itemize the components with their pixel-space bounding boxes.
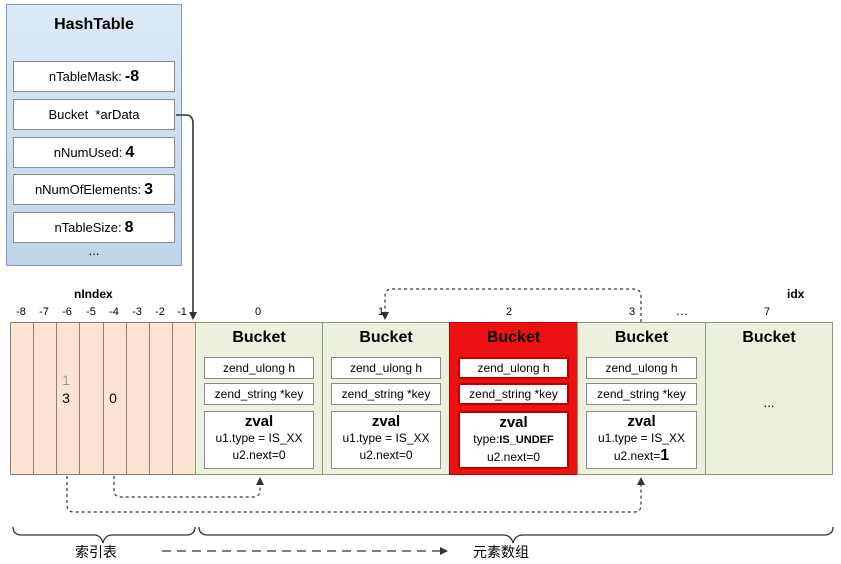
index-label-m3: -3 [132, 306, 142, 318]
bucket-h-field: zend_ulong h [586, 357, 697, 379]
field-nnumofelements: nNumOfElements:3 [13, 174, 175, 205]
index-divider [56, 323, 57, 474]
zval-title: zval [244, 413, 274, 430]
bucket-title: Bucket [486, 329, 541, 346]
field-nnumused-label: nNumUsed: [53, 145, 123, 160]
field-nnumused-value: 4 [125, 143, 135, 161]
bucket-label-2: 2 [505, 306, 513, 318]
zval-type: u1.type = IS_XX [215, 431, 303, 445]
index-value-m4: 0 [109, 390, 117, 406]
hashtable-ellipsis: ... [88, 243, 100, 258]
zval-type-prefix: type: [473, 432, 500, 446]
field-ntablesize-value: 8 [124, 218, 134, 236]
index-divider [126, 323, 127, 474]
zval-box: zval u1.type = IS_XX u2.next=1 [586, 411, 697, 469]
bucket-ellipsis: ... [763, 395, 775, 410]
bucket-title: Bucket [359, 329, 413, 346]
zval-next: u2.next=1 [587, 447, 696, 465]
field-ntablemask-label: nTableMask: [48, 69, 122, 84]
ardata-pointer-arrow [176, 114, 197, 320]
zval-title: zval [371, 413, 401, 430]
field-nnumused: nNumUsed:4 [13, 137, 175, 168]
bucket-h-field: zend_ulong h [204, 357, 314, 379]
bucket-1: Bucket zend_ulong h zend_string *key zva… [322, 322, 450, 475]
index-label-m4: -4 [109, 306, 119, 318]
zval-next-prefix: u2.next= [613, 449, 661, 463]
footer-index-label: 索引表 [75, 544, 117, 560]
field-ntablemask: nTableMask:-8 [13, 61, 175, 92]
zval-type: type:IS_UNDEF [460, 431, 567, 449]
bucket-title: Bucket [232, 329, 286, 346]
index-divider [103, 323, 104, 474]
bucket-label-3: 3 [628, 306, 636, 318]
zval-type: u1.type = IS_XX [342, 431, 430, 445]
bucket-title: Bucket [614, 329, 669, 346]
index-divider [33, 323, 34, 474]
nindex-header: nIndex [74, 287, 113, 301]
bucket-key-field: zend_string *key [204, 383, 314, 405]
index-divider [172, 323, 173, 474]
zval-box: zval type:IS_UNDEF u2.next=0 [458, 411, 569, 469]
index-label-m8: -8 [16, 306, 26, 318]
bucket-h-field: zend_ulong h [458, 357, 569, 379]
idx-header: idx [787, 287, 805, 301]
index-label-m5: -5 [86, 306, 96, 318]
zval-box: zval u1.type = IS_XX u2.next=0 [331, 411, 441, 469]
chain-next-arrow [381, 288, 642, 322]
index-old-value: 1 [62, 372, 70, 388]
bucket-key-field: zend_string *key [586, 383, 697, 405]
index-label-m6: -6 [62, 306, 72, 318]
bucket-7: Bucket ... [705, 322, 833, 475]
field-nnumofelements-label: nNumOfElements: [34, 182, 142, 197]
zval-next: u2.next=0 [232, 448, 286, 462]
index-label-m2: -2 [155, 306, 165, 318]
bucket-brace [198, 526, 834, 544]
bucket-3: Bucket zend_ulong h zend_string *key zva… [577, 322, 706, 475]
bucket-label-7: 7 [763, 306, 771, 318]
bucket-h-field: zend_ulong h [331, 357, 441, 379]
field-ntablesize-label: nTableSize: [54, 220, 122, 235]
index-label-m1: -1 [177, 306, 187, 318]
hashtable-title: HashTable [54, 16, 134, 33]
index-to-bucket0-arrow [113, 476, 264, 498]
index-brace [12, 526, 196, 544]
index-value-m6: 3 [62, 390, 70, 406]
index-to-bucket3-arrow [66, 476, 645, 513]
footer-array-label: 元素数组 [473, 544, 529, 560]
zval-next-value: 1 [660, 447, 670, 464]
zval-title: zval [627, 413, 656, 430]
zval-box: zval u1.type = IS_XX u2.next=0 [204, 411, 314, 469]
bucket-2-undef: Bucket zend_ulong h zend_string *key zva… [449, 322, 578, 475]
zval-type-value: IS_UNDEF [499, 434, 554, 446]
field-ntablesize: nTableSize:8 [13, 212, 175, 243]
index-divider [79, 323, 80, 474]
bucket-key-field: zend_string *key [458, 383, 569, 405]
bucket-label-more: … [675, 303, 689, 318]
zval-next: u2.next=0 [486, 450, 541, 464]
index-label-m7: -7 [39, 306, 49, 318]
field-ardata-label: Bucket *arData [48, 107, 140, 122]
field-ntablemask-value: -8 [124, 67, 140, 85]
field-nnumofelements-value: 3 [144, 180, 154, 198]
zval-type: u1.type = IS_XX [597, 431, 686, 445]
bucket-title: Bucket [742, 329, 796, 346]
bucket-label-0: 0 [254, 306, 262, 318]
index-table [10, 322, 196, 475]
field-ardata: Bucket *arData [13, 99, 175, 130]
index-divider [149, 323, 150, 474]
zval-title: zval [499, 414, 528, 431]
bucket-key-field: zend_string *key [331, 383, 441, 405]
zval-next: u2.next=0 [359, 448, 413, 462]
bucket-0: Bucket zend_ulong h zend_string *key zva… [195, 322, 323, 475]
